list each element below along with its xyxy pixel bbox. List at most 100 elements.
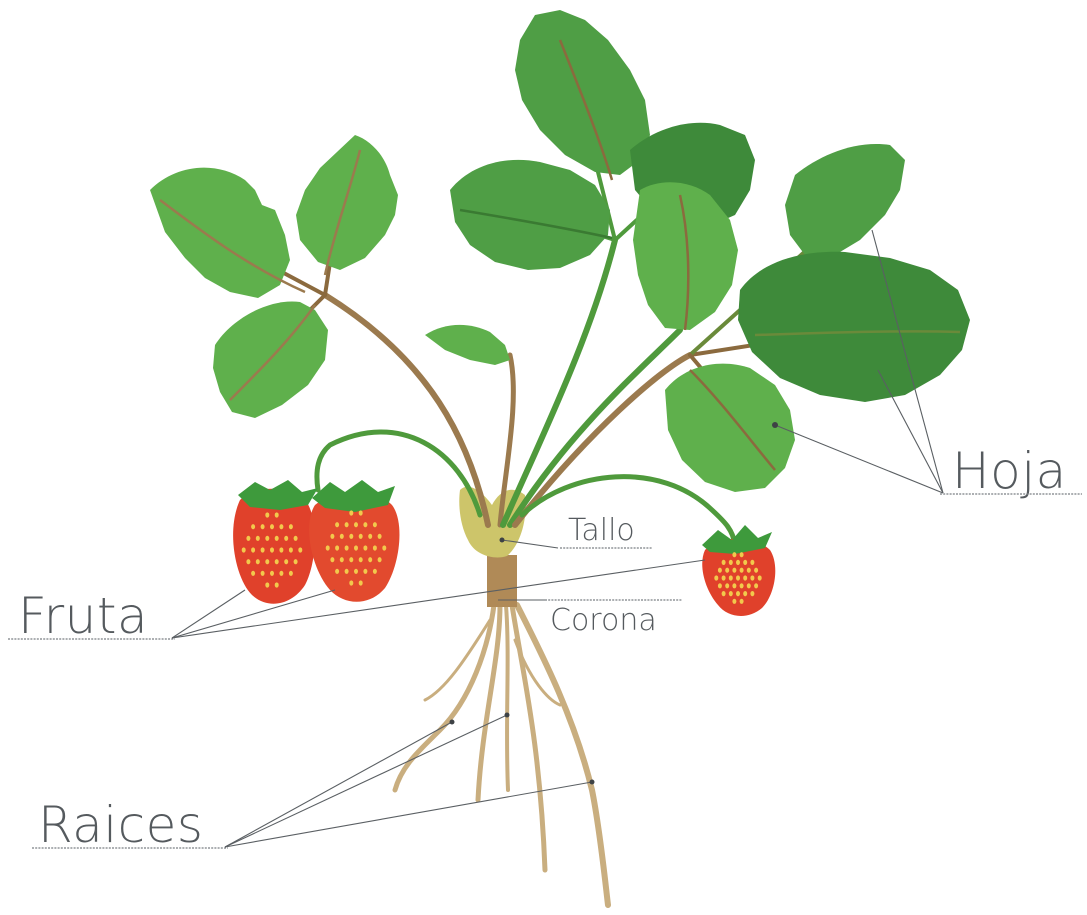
seed [261,524,265,529]
seed [298,547,302,552]
seed [368,557,372,562]
seed [335,522,339,527]
label-corona: Corona [550,603,657,638]
seed [722,591,726,596]
seed [378,557,382,562]
seed [754,583,758,588]
seed [373,569,377,574]
seed [743,591,747,596]
seed [345,569,349,574]
leaf [150,168,290,298]
seed [359,580,363,585]
leaves [150,10,970,492]
leaf [450,160,610,270]
seed [382,545,386,550]
seed [326,545,330,550]
leaf [515,10,650,175]
seed [740,568,744,573]
seed [354,545,358,550]
seed [747,568,751,573]
label-hoja: Hoja [952,442,1067,500]
seed [279,547,283,552]
seed [246,559,250,564]
seed [359,510,363,515]
seed [345,545,349,550]
seed [289,547,293,552]
seed [265,559,269,564]
seed [725,583,729,588]
seed [261,571,265,576]
seed [732,599,736,604]
seed [289,524,293,529]
seed [732,552,736,557]
seed [349,510,353,515]
seed [294,559,298,564]
seed [265,582,269,587]
seed [256,559,260,564]
seed [256,536,260,541]
seed [279,571,283,576]
seed [265,536,269,541]
seed [359,557,363,562]
seed [743,560,747,565]
seed [373,522,377,527]
seed [736,591,740,596]
seed [378,534,382,539]
label-fruta: Fruta [18,587,148,645]
seed [718,583,722,588]
seed [251,547,255,552]
strawberry-right [702,525,775,616]
seed [754,568,758,573]
seed [284,536,288,541]
seed [368,534,372,539]
seed [750,560,754,565]
seed [354,569,358,574]
seed [736,575,740,580]
seed [294,536,298,541]
seed [722,560,726,565]
label-raices: Raices [38,796,203,854]
seed [340,534,344,539]
seed [275,536,279,541]
seed [242,547,246,552]
seed [349,580,353,585]
seed [349,557,353,562]
seed [743,575,747,580]
leaf [296,135,398,270]
seed [363,522,367,527]
strawberry-middle [309,480,399,602]
seed [251,524,255,529]
seed [275,512,279,517]
seed [335,545,339,550]
seed [729,591,733,596]
seed [747,583,751,588]
seed [284,559,288,564]
seed [740,599,744,604]
seed [732,583,736,588]
label-tallo: Tallo [568,513,635,548]
seed [729,575,733,580]
seed [722,575,726,580]
leaf [738,252,970,402]
seed [359,534,363,539]
seed [330,557,334,562]
seed [330,534,334,539]
seed [335,569,339,574]
seed [261,547,265,552]
seed [373,545,377,550]
seed [736,560,740,565]
seed [349,534,353,539]
seed [270,571,274,576]
labels: Hoja Tallo Corona Fruta Raices [8,442,1082,854]
seed [729,560,733,565]
seed [740,552,744,557]
seed [750,575,754,580]
seed [345,522,349,527]
seed [363,569,367,574]
seed [732,568,736,573]
leaf [425,325,510,365]
seed [265,512,269,517]
seed [289,571,293,576]
seed [363,545,367,550]
